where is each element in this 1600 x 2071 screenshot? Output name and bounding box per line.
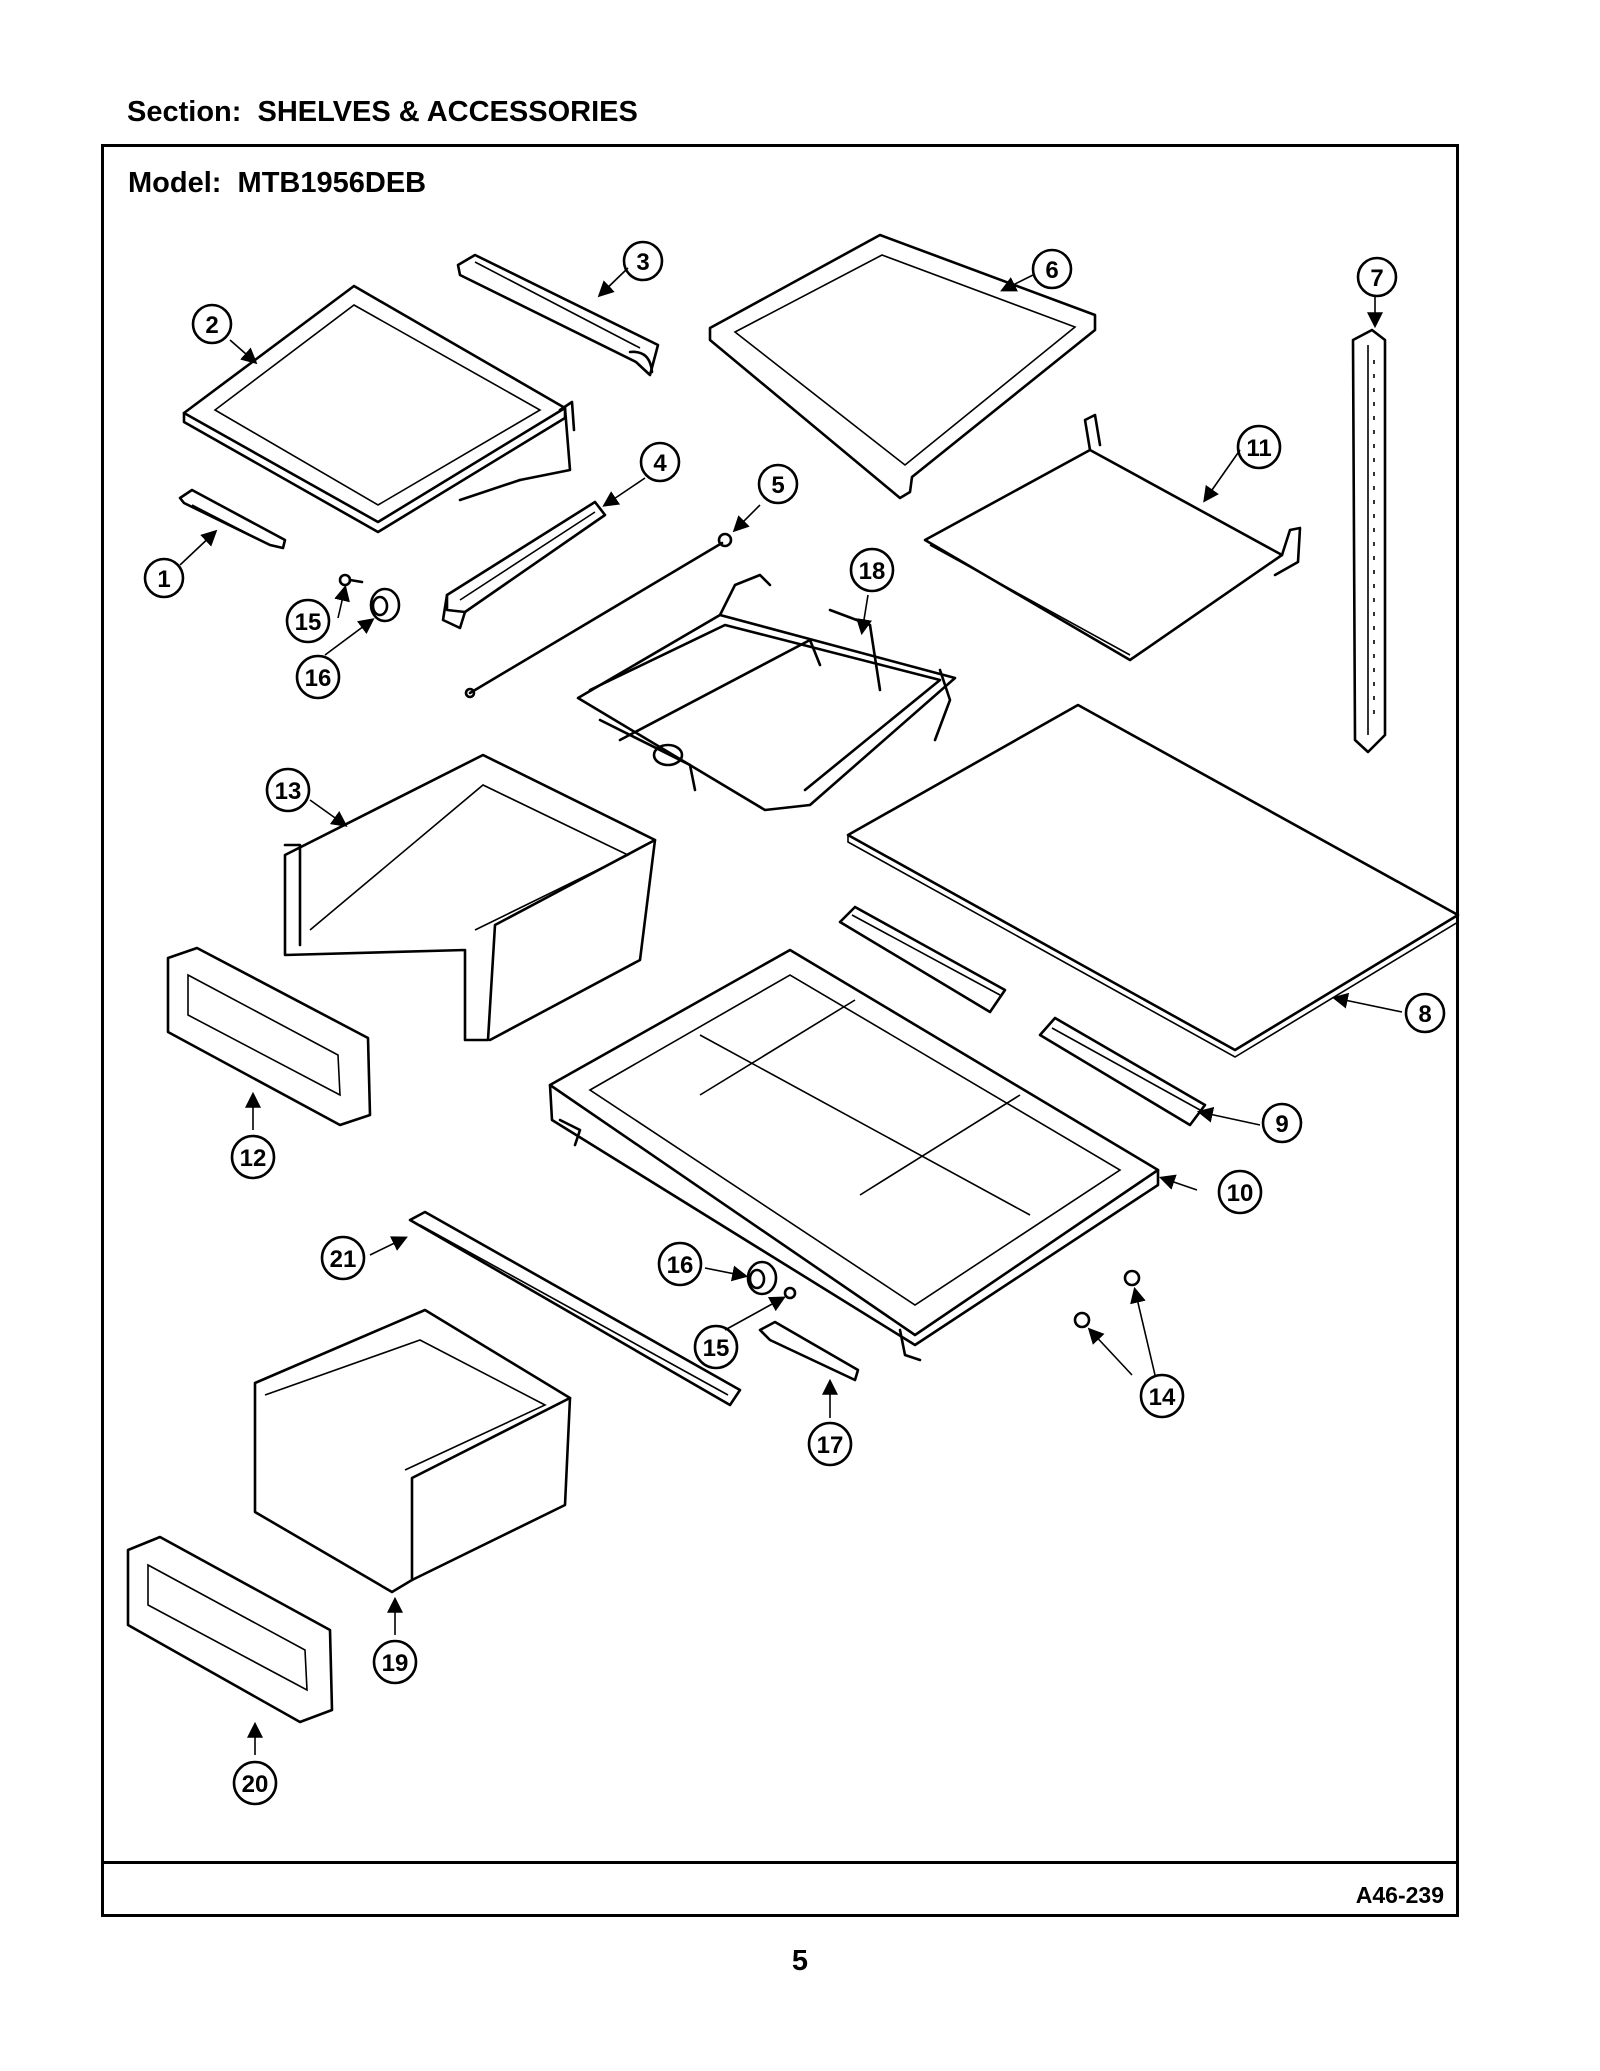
part-10-crisper-cover	[548, 948, 1160, 1362]
callout-2: 2	[191, 303, 233, 345]
callout-10: 10	[1217, 1169, 1263, 1215]
svg-text:14: 14	[1149, 1384, 1176, 1411]
callout-21: 21	[320, 1235, 366, 1281]
page-number: 5	[791, 1945, 809, 1977]
svg-text:16: 16	[667, 1252, 694, 1279]
svg-text:8: 8	[1418, 1001, 1431, 1028]
callout-15-upper: 15	[285, 598, 331, 644]
callout-14: 14	[1139, 1373, 1185, 1419]
part-15-screw-upper	[338, 573, 364, 587]
callout-5: 5	[757, 463, 799, 505]
svg-text:19: 19	[382, 1650, 409, 1677]
callout-13: 13	[265, 767, 311, 813]
part-18-crisper-frame	[576, 573, 957, 812]
svg-text:4: 4	[653, 450, 667, 477]
svg-text:21: 21	[330, 1246, 357, 1273]
part-17-support	[758, 1320, 860, 1382]
svg-text:16: 16	[305, 665, 332, 692]
callout-15-lower: 15	[693, 1324, 739, 1370]
part-16-roller-upper	[369, 587, 401, 623]
callout-16-lower: 16	[657, 1241, 703, 1287]
callout-7: 7	[1356, 256, 1398, 298]
part-21-drawer-slide	[408, 1210, 742, 1407]
svg-text:20: 20	[242, 1771, 269, 1798]
svg-text:18: 18	[859, 558, 886, 585]
part-3-trim	[456, 253, 660, 377]
svg-text:15: 15	[703, 1335, 730, 1362]
part-15-screw-lower	[783, 1286, 797, 1300]
part-9-rail-lower	[1038, 1016, 1207, 1127]
part-19-meat-drawer	[253, 1308, 572, 1594]
callout-17: 17	[807, 1421, 853, 1467]
part-7-vertical-rail	[1351, 328, 1387, 754]
callout-16-upper: 16	[295, 654, 341, 700]
svg-text:2: 2	[205, 312, 218, 339]
svg-text:1: 1	[157, 566, 170, 593]
svg-text:3: 3	[636, 249, 649, 276]
svg-text:15: 15	[295, 609, 322, 636]
part-9-rail-upper	[838, 905, 1007, 1014]
svg-text:9: 9	[1275, 1111, 1288, 1138]
diagram-frame: Model: MTB1956DEB A46-239	[101, 144, 1459, 1917]
callout-4: 4	[639, 441, 681, 483]
drawing-code: A46-239	[1355, 1882, 1444, 1908]
callout-18: 18	[849, 547, 895, 593]
callout-20: 20	[232, 1760, 278, 1806]
part-1-support	[178, 488, 287, 550]
svg-text:5: 5	[771, 472, 784, 499]
callout-12: 12	[230, 1134, 276, 1180]
footer-divider	[104, 1861, 1456, 1864]
svg-text:11: 11	[1246, 435, 1271, 462]
svg-text:10: 10	[1227, 1180, 1254, 1207]
callout-11: 11	[1236, 424, 1282, 470]
svg-text:7: 7	[1370, 265, 1383, 292]
part-20-drawer-front	[126, 1535, 334, 1724]
part-5-rod	[464, 532, 733, 699]
svg-text:17: 17	[817, 1432, 844, 1459]
section-title: Section: SHELVES & ACCESSORIES	[127, 96, 638, 128]
callout-6: 6	[1031, 248, 1073, 290]
callout-3: 3	[622, 240, 664, 282]
callout-1: 1	[143, 557, 185, 599]
svg-text:13: 13	[275, 778, 302, 805]
model-title: Model: MTB1956DEB	[128, 167, 427, 199]
part-14-screws	[1073, 1269, 1141, 1329]
part-4-rail	[441, 500, 607, 630]
part-13-crisper-drawer	[283, 753, 657, 1042]
part-8-glass-panel	[846, 703, 1460, 1058]
callout-9: 9	[1261, 1102, 1303, 1144]
part-16-roller-lower	[746, 1260, 778, 1296]
part-6-glass-shelf	[708, 233, 1097, 500]
callout-19: 19	[372, 1639, 418, 1685]
callout-8: 8	[1404, 992, 1446, 1034]
leader-lines	[179, 267, 1403, 1755]
part-12-drawer-front	[166, 946, 372, 1127]
part-11-cantilever-shelf	[923, 413, 1302, 662]
part-2-shelf	[182, 284, 576, 534]
svg-text:6: 6	[1045, 257, 1058, 284]
svg-text:12: 12	[240, 1145, 267, 1172]
